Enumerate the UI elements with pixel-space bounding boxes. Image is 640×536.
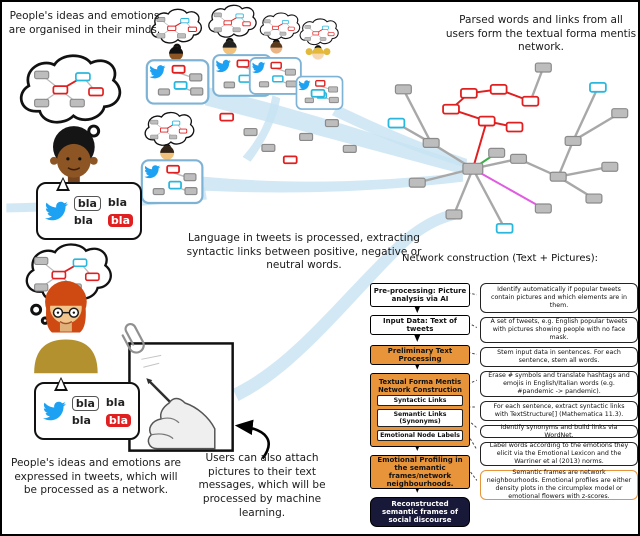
flow-note-6: Identify synonyms and build links via Wo… — [480, 424, 638, 439]
forma-mentis-network — [387, 62, 629, 234]
speech-bubble-1: bla bla bla bla — [36, 177, 142, 240]
bla-word: bla — [107, 213, 133, 227]
network-nodes — [387, 62, 629, 234]
bla-word: bla — [107, 195, 127, 209]
bla-word: bla — [105, 395, 125, 409]
flow-note-1: Identify automatically if popular tweets… — [480, 283, 638, 313]
mini-user-2 — [208, 4, 271, 96]
tweet-card-3 — [250, 58, 301, 94]
caption-minds: People's ideas and emotions are organise… — [8, 10, 161, 36]
tweet-card-1 — [147, 60, 208, 103]
mini-user-1 — [147, 8, 208, 103]
bla-word: bla — [71, 413, 91, 427]
flow-note-7: Label words according to the emotions th… — [480, 442, 638, 466]
flowchart-title: Network construction (Text + Pictures): — [401, 253, 599, 264]
bla-word: bla — [73, 213, 93, 227]
flow-substep-emotional-labels: Emotional Node Labels — [377, 430, 463, 441]
flow-step-emotional-profiling: Emotional Profiling in the semantic fram… — [370, 455, 470, 489]
flow-note-4: Erase # symbols and translate hashtags a… — [480, 371, 638, 397]
flow-substep-syntactic-links: Syntactic Links — [377, 395, 463, 406]
flow-step-preliminary-processing: Preliminary Text Processing — [370, 345, 470, 365]
mini-user-5 — [142, 111, 203, 203]
mini-user-4 — [296, 18, 342, 109]
network-hub-node — [462, 162, 484, 175]
flow-note-3: Stem input data in sentences. For each s… — [480, 347, 638, 367]
picture-box — [121, 322, 270, 460]
paperclip-icon — [121, 322, 145, 354]
flow-step-network-construction-label: Textual Forma Mentis Network Constructio… — [378, 377, 462, 394]
caption-pictures: Users can also attach pictures to their … — [198, 452, 326, 519]
bla-word: bla — [71, 395, 99, 411]
twitter-bird-icon — [43, 401, 66, 421]
tweet-card-5 — [142, 160, 203, 203]
speech-bubble-2: bla bla bla bla — [34, 377, 140, 440]
flow-note-8: Semantic frames are network neighbourhoo… — [480, 469, 638, 500]
twitter-bird-icon — [45, 201, 68, 221]
caption-expressed: People's ideas and emotions are expresse… — [11, 457, 181, 497]
mini-user-3 — [250, 12, 301, 94]
flow-step-preprocessing: Pre-processing: Picture analysis via AI — [370, 283, 470, 307]
flow-step-input-data: Input Data: Text of tweets — [370, 315, 470, 335]
scattered-word-nodes — [219, 88, 357, 165]
flow-step-network-construction: Textual Forma Mentis Network Constructio… — [370, 373, 470, 447]
bla-word: bla — [105, 413, 131, 427]
flow-step-reconstructed-frames: Reconstructed semantic frames of social … — [370, 497, 470, 527]
person-2-shirt — [34, 339, 98, 374]
caption-parsed: Parsed words and links from all users fo… — [445, 14, 637, 54]
person-2 — [34, 280, 98, 374]
attach-arrow — [234, 419, 270, 460]
flow-note-2: A set of tweets, e.g. English popular tw… — [480, 317, 638, 343]
hand-sketch — [141, 354, 216, 450]
caption-language: Language in tweets is processed, extract… — [186, 232, 422, 272]
flow-note-5: For each sentence, extract syntactic lin… — [480, 401, 638, 421]
thought-cloud-2 — [25, 243, 113, 325]
bla-word: bla — [73, 195, 101, 211]
flow-substep-semantic-links: Semantic Links (Synonyms) — [377, 409, 463, 427]
